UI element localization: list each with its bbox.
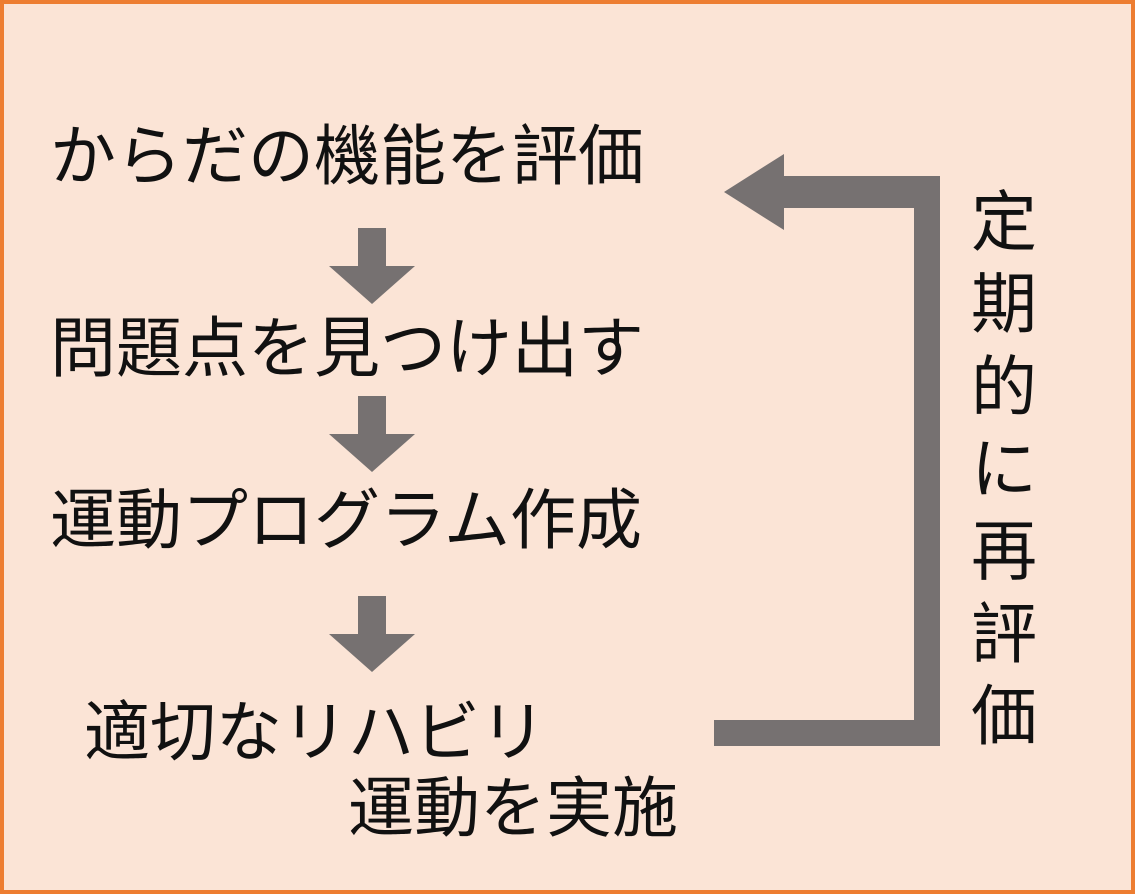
- vertical-char: に: [971, 430, 1037, 508]
- step-appropriate-rehab-line1: 適切なリハビリ: [84, 694, 546, 771]
- vertical-char: 期: [971, 266, 1037, 344]
- down-arrow-icon: [329, 596, 415, 672]
- periodic-reevaluation-label: 定 期 的 に 再 評 価: [964, 190, 1044, 750]
- vertical-char: 評: [971, 595, 1037, 673]
- vertical-char: 定: [971, 184, 1037, 261]
- down-arrow-icon: [329, 228, 415, 304]
- step-evaluate-body-function: からだの機能を評価: [50, 118, 644, 195]
- down-arrow-icon: [329, 396, 415, 472]
- step-create-exercise-program: 運動プログラム作成: [50, 482, 643, 559]
- vertical-char: 的: [971, 348, 1037, 426]
- step-appropriate-rehab-line2: 運動を実施: [348, 770, 678, 847]
- vertical-char: 再: [971, 513, 1037, 591]
- loop-back-arrow-icon: [714, 154, 940, 746]
- step-find-problems: 問題点を見つけ出す: [50, 310, 644, 387]
- vertical-char: 価: [971, 677, 1037, 755]
